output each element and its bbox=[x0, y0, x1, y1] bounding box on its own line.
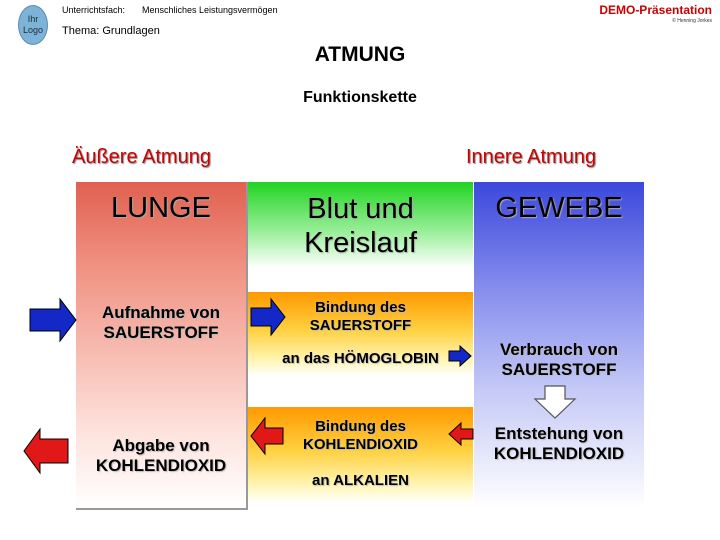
oxygen-uptake-line2: SAUERSTOFF bbox=[103, 323, 219, 342]
oxygen-binding-text: Bindung des SAUERSTOFF bbox=[248, 299, 473, 335]
co2-generation-line1: Entstehung von bbox=[494, 424, 624, 443]
theme-line: Thema: Grundlagen bbox=[62, 25, 160, 37]
logo: Ihr Logo bbox=[18, 5, 48, 45]
co2-release-line1: Abgabe von bbox=[112, 436, 210, 455]
subject-value: Menschliches Leistungsvermögen bbox=[142, 5, 278, 15]
oxygen-binding-line1: Bindung des bbox=[315, 299, 406, 316]
lung-column bbox=[76, 182, 248, 510]
blood-heading-line1: Blut und bbox=[307, 193, 414, 225]
logo-line2: Logo bbox=[22, 25, 44, 35]
co2-release-line2: KOHLENDIOXID bbox=[95, 456, 227, 475]
oxygen-binding-target: an das HÖMOGLOBIN bbox=[282, 350, 439, 367]
left-arrow-icon bbox=[23, 427, 69, 475]
oxygen-consumption-line2: SAUERSTOFF bbox=[501, 360, 617, 379]
oxygen-binding-panel bbox=[248, 292, 473, 376]
oxygen-consumption-line1: Verbrauch von bbox=[499, 340, 619, 359]
copyright: © Henning Jorkes bbox=[672, 18, 712, 24]
tissue-heading: GEWEBE bbox=[495, 192, 623, 224]
lung-heading: LUNGE bbox=[111, 192, 211, 224]
co2-binding-line2: KOHLENDIOXID bbox=[302, 436, 418, 453]
co2-generation-line2: KOHLENDIOXID bbox=[493, 444, 625, 463]
right-arrow-icon bbox=[29, 297, 77, 343]
down-arrow-icon bbox=[533, 385, 577, 419]
right-arrow-icon bbox=[250, 297, 286, 337]
page-title: ATMUNG bbox=[314, 43, 406, 66]
co2-binding-text: Bindung des KOHLENDIOXID bbox=[248, 418, 473, 454]
co2-release-text: Abgabe von KOHLENDIOXID bbox=[76, 436, 246, 476]
logo-line1: Ihr bbox=[27, 14, 39, 24]
co2-binding-line1: Bindung des bbox=[315, 418, 406, 435]
page-subtitle: Funktionskette bbox=[303, 89, 417, 106]
co2-binding-target: an ALKALIEN bbox=[312, 472, 409, 489]
blood-panel bbox=[248, 182, 473, 268]
oxygen-consumption-text: Verbrauch von SAUERSTOFF bbox=[474, 340, 644, 380]
section-internal: Innere Atmung bbox=[466, 146, 597, 168]
right-arrow-icon bbox=[448, 345, 472, 367]
blood-heading: Blut und Kreislauf bbox=[248, 192, 473, 260]
subject-label: Unterrichtsfach: bbox=[62, 5, 126, 15]
oxygen-binding-line2: SAUERSTOFF bbox=[309, 317, 412, 334]
oxygen-uptake-text: Aufnahme von SAUERSTOFF bbox=[76, 303, 246, 343]
co2-binding-panel bbox=[248, 407, 473, 503]
blood-heading-line2: Kreislauf bbox=[304, 227, 417, 259]
left-arrow-icon bbox=[250, 416, 284, 456]
tissue-column bbox=[474, 182, 644, 508]
oxygen-uptake-line1: Aufnahme von bbox=[101, 303, 221, 322]
demo-label: DEMO-Präsentation bbox=[599, 3, 712, 17]
section-external: Äußere Atmung bbox=[72, 146, 211, 168]
co2-generation-text: Entstehung von KOHLENDIOXID bbox=[474, 424, 644, 464]
left-arrow-icon bbox=[448, 421, 474, 447]
